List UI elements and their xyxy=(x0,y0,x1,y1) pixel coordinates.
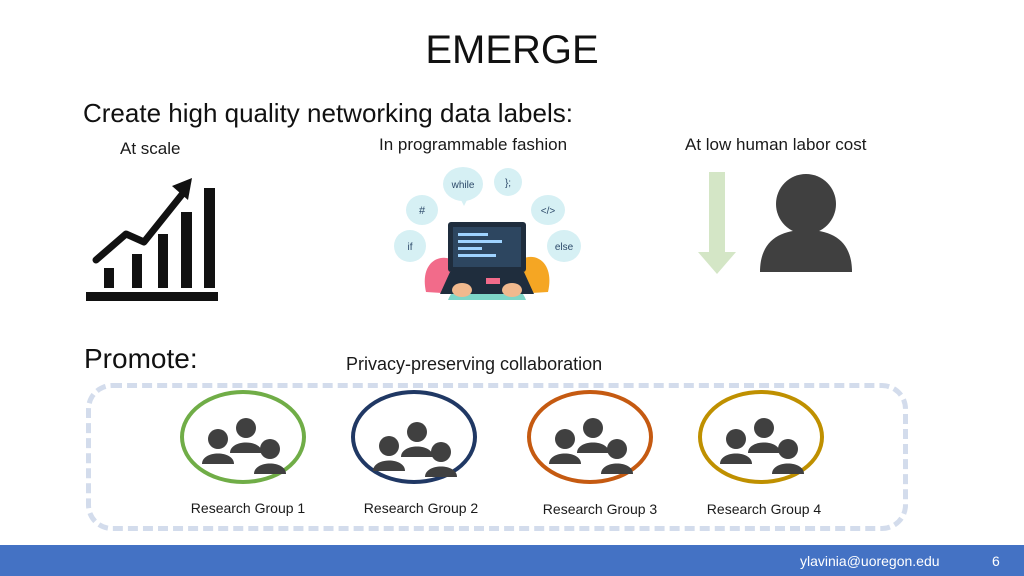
research-group-2-label: Research Group 2 xyxy=(363,500,479,516)
code-bubble-brace: }; xyxy=(505,178,511,189)
person-icon xyxy=(760,174,852,272)
code-bubble-else: else xyxy=(555,242,574,253)
code-bubble-tag: </> xyxy=(541,206,556,217)
code-bubble-if: if xyxy=(408,242,413,253)
research-group-3-label: Research Group 3 xyxy=(542,501,658,517)
research-group-1-label: Research Group 1 xyxy=(190,500,306,516)
caption-low-labor: At low human labor cost xyxy=(685,135,867,154)
slide-subtitle: Create high quality networking data labe… xyxy=(83,98,573,128)
caption-programmable: In programmable fashion xyxy=(379,135,568,154)
promote-label: Promote: xyxy=(84,343,198,374)
code-bubble-while: while xyxy=(451,180,475,191)
code-bubble-hash: # xyxy=(419,205,426,217)
research-group-2-circle xyxy=(351,390,477,484)
growth-chart-icon xyxy=(86,178,218,301)
caption-at-scale: At scale xyxy=(120,139,181,158)
caption-privacy-collaboration: Privacy-preserving collaboration xyxy=(346,354,603,374)
page-number: 6 xyxy=(992,553,1000,569)
research-group-4-circle xyxy=(698,390,824,484)
research-group-4-label: Research Group 4 xyxy=(706,501,822,517)
collaboration-box xyxy=(86,383,908,531)
group-people-icon xyxy=(202,418,286,474)
laptop-coding-icon: while }; # </> if else xyxy=(388,160,586,310)
footer-email: ylavinia@uoregon.edu xyxy=(800,553,940,569)
down-arrow-icon xyxy=(698,172,736,274)
footer-bar xyxy=(0,545,1024,576)
slide-title: EMERGE xyxy=(425,28,599,72)
research-group-1-circle xyxy=(180,390,306,484)
group-people-icon xyxy=(373,422,457,477)
group-people-icon xyxy=(549,418,633,474)
research-group-3-circle xyxy=(527,390,653,484)
group-people-icon xyxy=(720,418,804,474)
